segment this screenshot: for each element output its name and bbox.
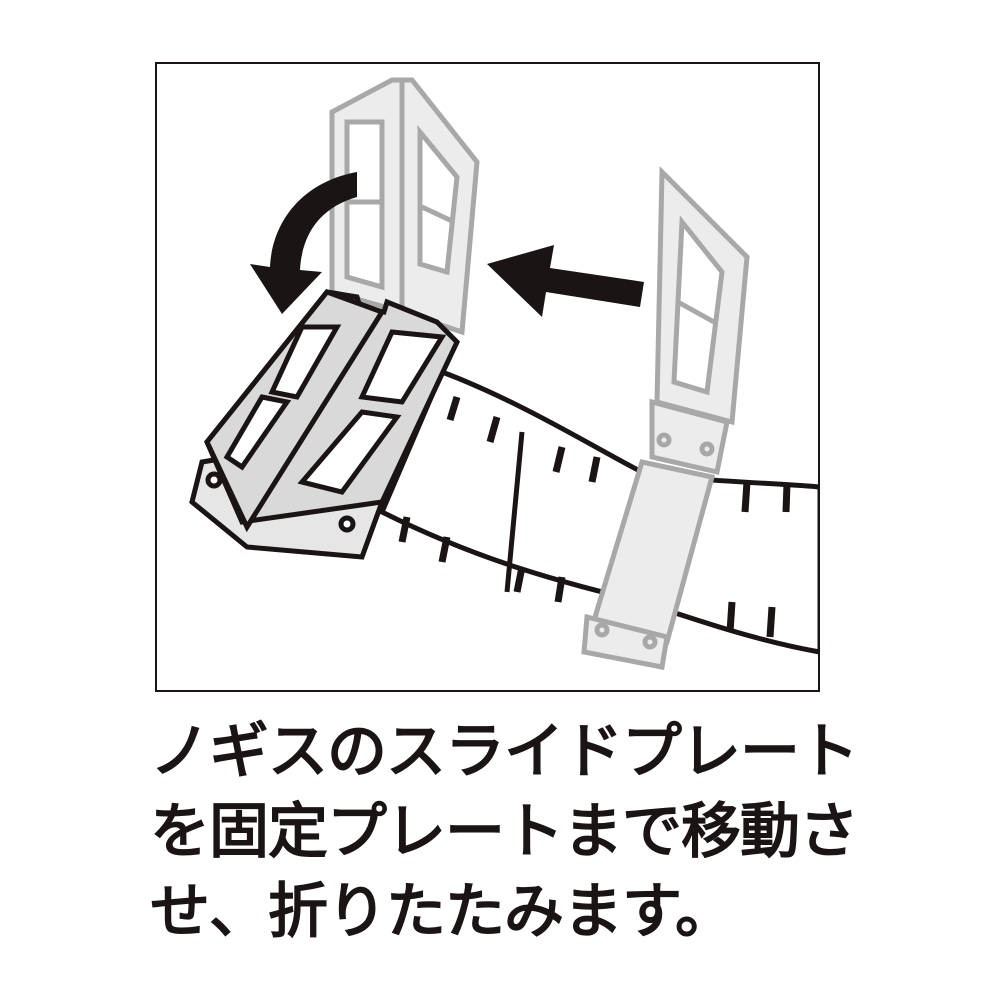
- folded-plate: [189, 289, 461, 560]
- fixed-plate-ghost: [329, 77, 480, 336]
- slide-plate-ghost: [581, 166, 750, 670]
- move-left-arrow-icon: [487, 245, 644, 317]
- tape-measure: [378, 368, 818, 655]
- fold-arrow-icon: [250, 172, 357, 314]
- caption-line-2: を固定プレートまで移動さ: [150, 797, 859, 867]
- caption-line-3: せ、折りたたみます。: [150, 877, 735, 947]
- caption-line-1: ノギスのスライドプレート: [150, 717, 859, 787]
- illustration-frame: [155, 62, 820, 692]
- instruction-caption: ノギスのスライドプレート を固定プレートまで移動さ せ、折りたたみます。: [150, 712, 859, 952]
